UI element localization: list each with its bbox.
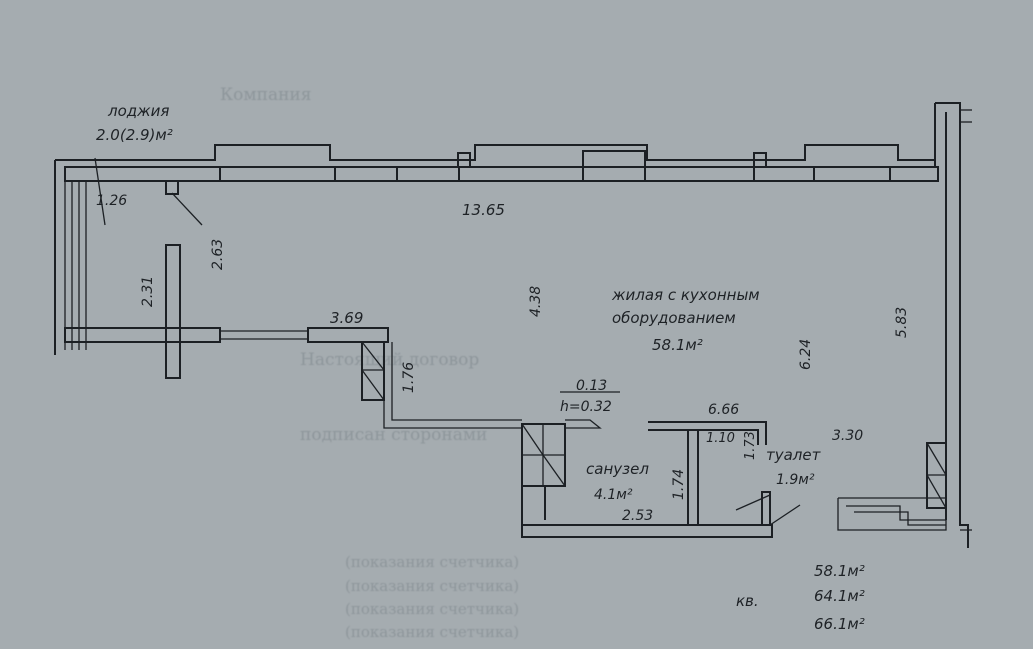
total-value-1: 58.1м² <box>814 562 865 580</box>
corridor-wall-1 <box>383 342 522 429</box>
toilet-right-stub <box>761 491 771 526</box>
column-loggia <box>165 180 179 195</box>
living-area: 58.1м² <box>652 336 703 354</box>
living-name-line2: оборудованием <box>612 309 736 327</box>
window-3 <box>396 166 460 182</box>
dim-toilet-height: 1.73 <box>743 431 758 460</box>
column-top-2 <box>753 152 767 168</box>
dim-toilet-width: 3.30 <box>832 428 863 444</box>
top-wall-outer <box>55 144 935 161</box>
loggia-leader <box>94 157 106 226</box>
partition-right <box>307 327 389 343</box>
living-name-line1: жилая с кухонным <box>611 286 760 304</box>
total-label: кв. <box>736 592 759 610</box>
column-left-vertical <box>165 244 181 379</box>
toilet-name: туалет <box>766 446 822 464</box>
ghost-text-3: подписан сторонами <box>300 425 487 445</box>
dim-mid-vertical: 4.38 <box>528 286 544 317</box>
background-text: Компания Настоящий договор подписан стор… <box>220 85 519 641</box>
dim-step-height: h=0.32 <box>560 399 612 415</box>
window-6 <box>889 166 939 182</box>
ghost-text-2: Настоящий договор <box>300 350 479 370</box>
dim-bath-top: 6.66 <box>708 402 739 418</box>
dim-living-left: 3.69 <box>330 309 363 327</box>
bath-top-wall-2 <box>648 429 759 445</box>
dim-step-width: 0.13 <box>576 378 607 394</box>
window-4 <box>582 150 646 182</box>
bath-top-wall <box>648 421 767 445</box>
bottom-wall <box>521 524 773 538</box>
step <box>565 419 602 429</box>
ghost-text-7: (показания счетчика) <box>345 623 519 641</box>
labels: лоджия 2.0(2.9)м² 1.26 2.63 13.65 2.31 4… <box>96 102 910 633</box>
ghost-text-4: (показания счетчика) <box>345 553 519 571</box>
loggia-dim-leader <box>171 192 203 226</box>
shaft-1-diag-2 <box>361 369 385 401</box>
dim-bath-inner: 1.10 <box>706 431 735 446</box>
total-value-3: 66.1м² <box>814 615 865 633</box>
walls <box>54 102 972 548</box>
bath-shaft-d1 <box>521 423 544 456</box>
toilet-door-swing <box>735 494 771 511</box>
bathroom-name: санузел <box>586 460 649 478</box>
bath-toilet-partition <box>687 429 699 526</box>
column-top-1 <box>457 152 471 168</box>
bathroom-area: 4.1м² <box>594 487 633 503</box>
loggia-area: 2.0(2.9)м² <box>96 126 173 144</box>
dim-passage-height: 1.76 <box>401 362 417 393</box>
window-1 <box>64 166 221 182</box>
dim-bath-width: 2.53 <box>622 508 653 524</box>
toilet-door-line <box>769 504 801 526</box>
ghost-text-1: Компания <box>220 85 311 105</box>
dim-left-lower: 2.31 <box>140 276 156 307</box>
duct-right-d1 <box>926 442 947 476</box>
ghost-text-6: (показания счетчика) <box>345 600 519 618</box>
dim-loggia-width: 1.26 <box>96 193 127 209</box>
dim-right-wall: 5.83 <box>894 307 910 338</box>
duct-right-d2 <box>926 474 947 509</box>
lower-right-line-3 <box>854 511 946 526</box>
corridor-wall-2 <box>391 342 522 421</box>
dim-bath-height: 1.74 <box>671 469 687 500</box>
total-value-2: 64.1м² <box>814 587 865 605</box>
loggia-name: лоджия <box>107 102 169 120</box>
bath-shaft-d2 <box>542 454 566 487</box>
toilet-area: 1.9м² <box>776 472 815 488</box>
lower-right-line-2 <box>846 505 946 521</box>
shaft-1-diag-1 <box>361 341 385 371</box>
dim-living-depth: 6.24 <box>798 339 814 370</box>
window-5 <box>753 166 815 182</box>
ghost-text-5: (показания счетчика) <box>345 577 519 595</box>
partition-left <box>64 327 221 343</box>
dim-top-wall: 13.65 <box>462 201 505 219</box>
right-wall-outer <box>935 102 969 548</box>
dim-loggia-depth: 2.63 <box>210 239 226 270</box>
